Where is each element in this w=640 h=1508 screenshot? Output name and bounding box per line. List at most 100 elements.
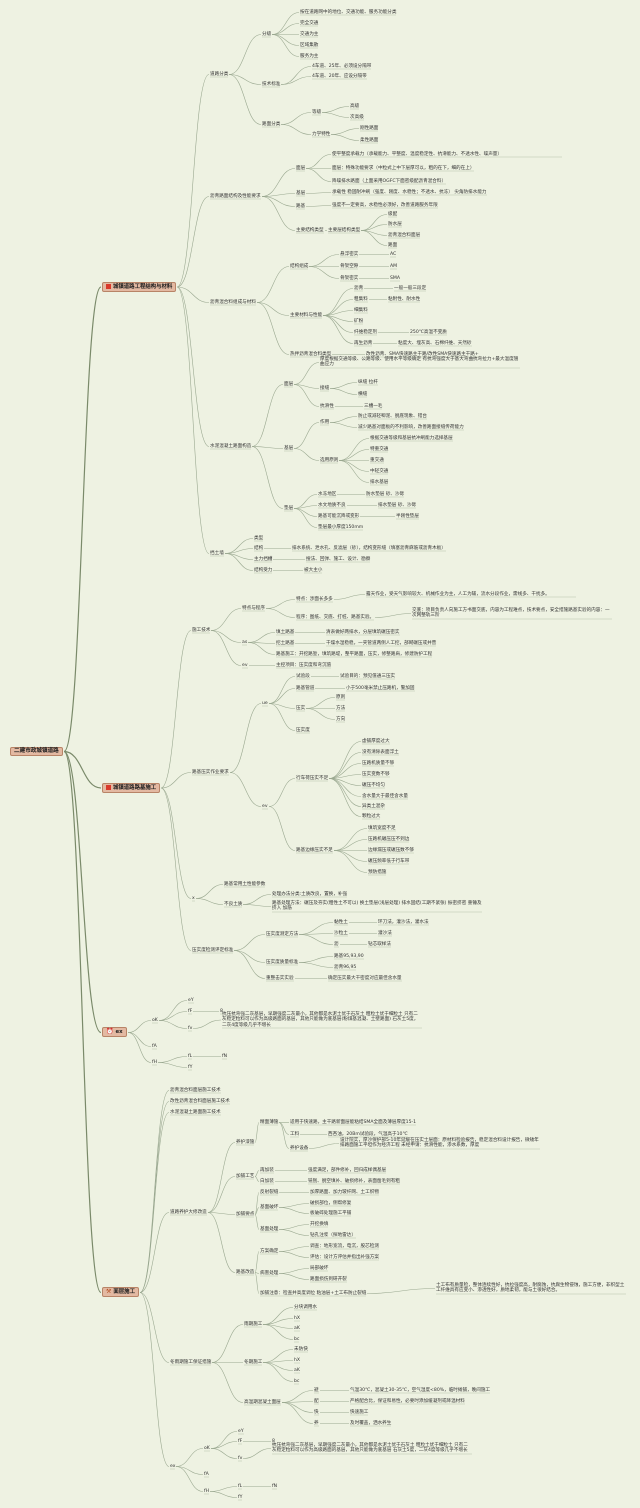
topic-asp4a4[interactable]: 路面 xyxy=(388,243,397,248)
topic-f5b3[interactable]: aK xyxy=(294,1368,300,1373)
topic-ex1c[interactable]: fv xyxy=(188,1026,192,1031)
topic-mix2f1[interactable]: 粘度大、埋灰高、石棉纤维、天然砂 xyxy=(398,341,472,346)
topic-comp2a1[interactable]: 虚铺厚度过大 xyxy=(362,739,390,744)
topic-test1b[interactable]: 沙粒土 xyxy=(334,931,348,936)
topic-conc2b3[interactable]: 重交通 xyxy=(370,458,384,463)
topic-mix2b1[interactable]: 粘附性、耐水性 xyxy=(388,297,420,302)
topic-cls3a[interactable]: 等级 xyxy=(312,110,321,115)
main-branch-m3[interactable]: ⏰ex xyxy=(102,1026,127,1038)
topic-comp2b4[interactable]: 碾压频率低于行车带 xyxy=(368,859,409,864)
topic-mix2c[interactable]: 细集料 xyxy=(354,308,368,313)
topic-asp4[interactable]: 主要结构类型 xyxy=(296,228,324,233)
topic-r_cls[interactable]: 道路分类 xyxy=(210,72,228,77)
topic-test1c[interactable]: 沥 xyxy=(334,942,339,947)
topic-f6a2a[interactable]: 8 xyxy=(272,1439,275,1444)
topic-asp3a[interactable]: 强度不一定要高，水稳性必须好，改善道路服务年限 xyxy=(332,203,438,208)
topic-f6a3[interactable]: fv xyxy=(238,1456,242,1461)
topic-test1a1[interactable]: 环刀法，灌沙法，灌水法 xyxy=(378,920,429,925)
topic-cls2b[interactable]: 4车道、20年、应设分隔带 xyxy=(312,74,367,79)
topic-ex3a1[interactable]: fN xyxy=(222,1054,227,1059)
topic-cls2a[interactable]: 4车道、25年、必须设分隔带 xyxy=(312,64,371,69)
topic-test3[interactable]: 重整击实实验 xyxy=(266,976,294,981)
topic-f5c4a[interactable]: 及时覆盖，洒水养生 xyxy=(350,1421,391,1426)
topic-f6c1a[interactable]: fN xyxy=(272,1484,277,1489)
topic-f5b[interactable]: 冬期施工 xyxy=(244,1360,262,1365)
topic-wall4[interactable]: 结构受力 xyxy=(254,568,272,573)
topic-conc3b[interactable]: 水文地质不良 xyxy=(318,503,346,508)
topic-asp4a[interactable]: 主要层结构类型 xyxy=(328,228,360,233)
topic-asp4a2[interactable]: 防水层 xyxy=(388,222,402,227)
main-branch-m2[interactable]: 城镇道路路基施工 xyxy=(102,783,161,794)
topic-mix1[interactable]: 结构组成 xyxy=(290,264,308,269)
topic-f3[interactable]: 水泥混凝土路面施工技术 xyxy=(170,1110,221,1115)
topic-f4a[interactable]: 养护漆施 xyxy=(236,1140,254,1145)
topic-wall1[interactable]: 类型 xyxy=(254,536,263,541)
topic-conc1a[interactable]: 厚度根据交通等级、公路等级、使用水平等级确定 有抗弯强度大于基大弯曲抗弯拉力+最… xyxy=(320,357,520,368)
topic-comp2b1[interactable]: 填筑宽度不足 xyxy=(368,826,396,831)
topic-soil1a[interactable]: 处理办法分类:土质改良，置换，补强 xyxy=(272,892,347,897)
topic-f6a[interactable]: oK xyxy=(204,1446,210,1451)
topic-tech3a[interactable]: 主控项目：压实度和弯沉值 xyxy=(276,663,331,668)
topic-tech2b[interactable]: 挖土路基 xyxy=(276,641,294,646)
topic-test1b1[interactable]: 灌沙法 xyxy=(378,931,392,936)
topic-asp1c[interactable]: 降噪排水路面（上面采用OGFC下面密级配沥青混合料） xyxy=(332,179,446,184)
topic-conc3[interactable]: 垫层 xyxy=(284,506,293,511)
topic-f4a1a[interactable]: 适用于快速路，主干路新面层能粘结SMA全面及薄层厚度15-1 xyxy=(290,1120,416,1125)
topic-conc2b5[interactable]: 排水基层 xyxy=(370,480,388,485)
topic-mix2[interactable]: 主要材料与性能 xyxy=(290,313,322,318)
topic-comp1d[interactable]: 压实度 xyxy=(296,728,310,733)
topic-mix3a[interactable]: 改性沥青、SMA快速路主干路/改性SMA快速路主干路+ xyxy=(366,352,479,357)
topic-asp1b[interactable]: 面层：特殊功能要求（中粒式上中下层厚可以，粗的在下，细的在上） xyxy=(332,166,474,171)
topic-f6c[interactable]: fH xyxy=(204,1489,209,1494)
topic-tech2b1[interactable]: 干燥水湿稳稳，一夹管道两侧人工挖，部砌碾压或井营 xyxy=(326,641,436,646)
topic-f4a1c[interactable]: 养护设备 xyxy=(290,1146,308,1151)
topic-cls1b[interactable]: 完全交通 xyxy=(300,21,318,26)
topic-mix2a[interactable]: 沥青 xyxy=(354,286,363,291)
topic-f5a3[interactable]: aK xyxy=(294,1326,300,1331)
topic-f4c2a[interactable]: 破损部位，侧帮修复 xyxy=(310,1201,351,1206)
topic-comp1c[interactable]: 压实 xyxy=(296,706,305,711)
topic-f5c2[interactable]: 配 xyxy=(314,1399,319,1404)
topic-tech2c[interactable]: 路基施工：开挖路堑，填筑路堤，整平路面，压实，修整路肩，修建防护工程 xyxy=(276,652,432,657)
topic-comp2a6[interactable]: 含水量大于最佳含水量 xyxy=(362,794,408,799)
root-topic[interactable]: 二建市政城镇道路 xyxy=(10,747,63,757)
main-branch-m1[interactable]: 城镇道路工程结构与材料 xyxy=(102,282,177,293)
topic-mix1c[interactable]: 骨架密实 xyxy=(340,276,358,281)
topic-p_comp[interactable]: 路基压实作业要求 xyxy=(192,770,229,775)
topic-f4c1[interactable]: 反射裂缝 xyxy=(260,1190,278,1195)
topic-wall3a[interactable]: 搜法、回弹、施工、设计、勘察 xyxy=(306,557,370,562)
topic-ex1[interactable]: oK xyxy=(152,1018,158,1023)
topic-comp2b[interactable]: 路基边缘压实不足 xyxy=(296,848,333,853)
topic-tech2a[interactable]: 填土路基 xyxy=(276,630,294,635)
topic-f4b2a[interactable]: 铣刨、脱空填补、破损修补，表面凿毛到有粗 xyxy=(308,1179,400,1184)
topic-comp1[interactable]: ue xyxy=(262,701,268,706)
topic-comp2a8[interactable]: 颗粒过大 xyxy=(362,814,380,819)
topic-comp1c1[interactable]: 原则 xyxy=(336,695,345,700)
topic-cls1d[interactable]: 区域集散 xyxy=(300,43,318,48)
topic-ex3b[interactable]: fY xyxy=(188,1065,192,1070)
topic-f1[interactable]: 沥青混合料面层施工技术 xyxy=(170,1088,221,1093)
topic-conc2a1[interactable]: 防止或减轻唧泥、脱底现象、错台 xyxy=(358,414,427,419)
topic-f4c2b[interactable]: 板破碎处理施工平铺 xyxy=(310,1211,351,1216)
topic-comp2b5[interactable]: 预防措施 xyxy=(368,870,386,875)
topic-conc2b[interactable]: 选用原则 xyxy=(320,458,338,463)
topic-f6a1[interactable]: eY xyxy=(238,1429,244,1434)
topic-f4d1b[interactable]: 评估：设计方评估并指出补强方案 xyxy=(310,1255,379,1260)
topic-conc2b1[interactable]: 根据交通等级和基层抗冲刷能力选择基层 xyxy=(370,436,453,441)
topic-mix1a1[interactable]: AC xyxy=(390,252,396,257)
topic-comp2[interactable]: ev xyxy=(262,804,268,809)
topic-asp4a3[interactable]: 沥青混合料面层 xyxy=(388,233,420,238)
topic-conc3b1[interactable]: 排水垫层 砂、沙砾 xyxy=(378,503,416,508)
topic-test1[interactable]: 压实度测定方法 xyxy=(266,932,298,937)
topic-asp1a[interactable]: 使平整度承载力（承载能力、平整度、温度稳定性、抗滑能力、不透水性、噪声量） xyxy=(332,152,562,157)
topic-comp1b1[interactable]: 小于500毫米禁止压路机，警加固 xyxy=(346,686,415,691)
topic-ex1b1[interactable]: 8 xyxy=(220,1009,223,1014)
topic-tech2[interactable]: as xyxy=(242,640,247,645)
topic-f4a1c1[interactable]: 设计院实，厚沙保护部5-10年延缓在压实士层面：原材料检验报告，稳定混合料设计报… xyxy=(340,1138,540,1149)
topic-tech1a1[interactable]: 露天作业，受天气影响较大、机械作业为主，人工为辅，流水分段作业，需线多、干扰多。 xyxy=(366,592,576,597)
topic-soil1[interactable]: 不良土质 xyxy=(224,902,242,907)
topic-f5b1[interactable]: 未防快 xyxy=(294,1347,308,1352)
topic-asp1[interactable]: 面层 xyxy=(296,166,305,171)
topic-comp1a[interactable]: 试验段 xyxy=(296,674,310,679)
topic-f4d2b[interactable]: 路面损伤到研开裂 xyxy=(310,1277,347,1282)
